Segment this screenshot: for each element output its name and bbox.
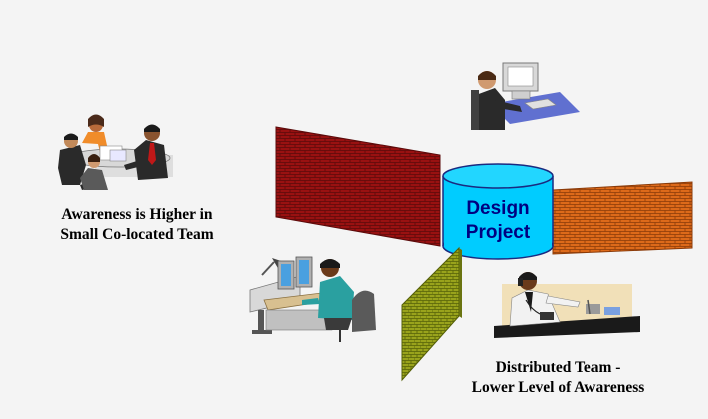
colocated-caption-line2: Small Co-located Team [60,226,214,243]
design-project-line1: Design [466,198,530,219]
design-project-label: Design Project [443,197,553,245]
team-meeting-clipart [58,114,173,190]
distributed-caption-line2: Lower Level of Awareness [471,379,645,396]
worker-at-computer-clipart [471,62,580,130]
brick-wall-red [275,126,441,247]
person-on-phone-clipart [494,272,640,338]
brick-wall-olive [401,246,462,382]
design-project-cylinder [442,163,554,260]
colocated-team-caption: Awareness is Higher in Small Co-located … [22,205,252,245]
designer-at-workstation-clipart [249,256,376,342]
design-project-line2: Project [465,222,531,243]
colocated-caption-line1: Awareness is Higher in [61,206,213,223]
distributed-caption-line1: Distributed Team - [495,359,621,376]
distributed-team-caption: Distributed Team - Lower Level of Awaren… [430,358,686,398]
brick-wall-orange [552,181,693,255]
